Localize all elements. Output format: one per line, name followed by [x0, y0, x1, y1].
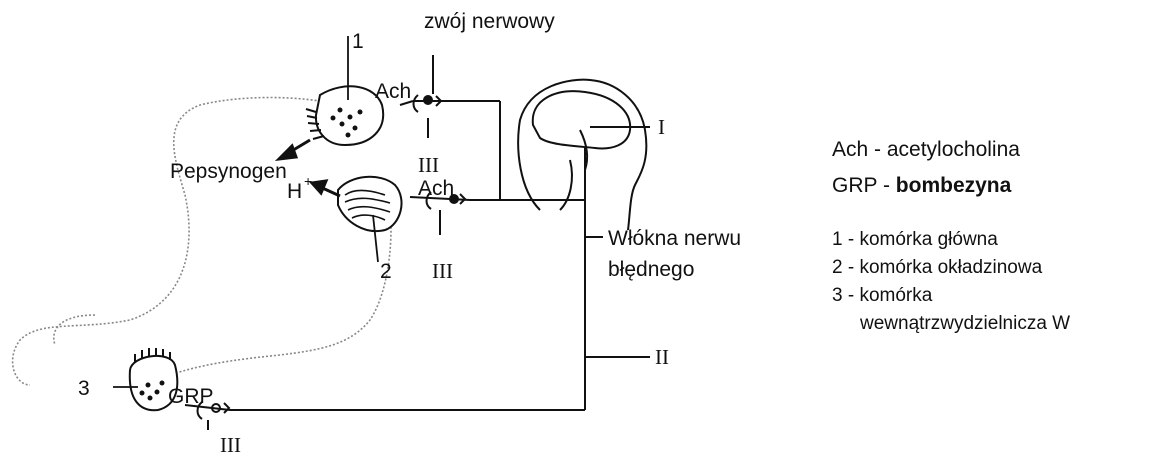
chief-cell-number: 1: [352, 30, 364, 53]
legend-item-2: 2 - komórka okładzinowa: [832, 257, 1043, 278]
roman-II-label: II: [655, 345, 669, 369]
chief-cell: [306, 86, 383, 145]
pepsynogen-label: Pepsynogen: [170, 160, 287, 183]
legend-grp: GRP - bombezyna: [832, 174, 1012, 197]
parietal-cell: [338, 177, 402, 231]
legend-item-3a: 3 - komórka: [832, 285, 933, 306]
roman-I-label: I: [658, 115, 665, 139]
parietal-cell-number: 2: [380, 260, 392, 283]
ach-mid-label: Ach: [418, 177, 454, 200]
vagus-label-line1: Włókna nerwu: [608, 227, 741, 250]
ganglion-label: zwój nerwowy: [424, 10, 555, 33]
roman-III-bottom: III: [220, 433, 241, 457]
head-outline: [518, 80, 646, 230]
legend-grp-name: bombezyna: [896, 174, 1012, 197]
legend-item-1: 1 - komórka główna: [832, 229, 998, 250]
grp-label: GRP: [168, 385, 214, 408]
brain: [533, 91, 630, 170]
endocrine-cell-number: 3: [78, 377, 90, 400]
legend-ach: Ach - acetylocholina: [832, 138, 1020, 161]
legend: Ach - acetylocholina GRP - bombezyna 1 -…: [832, 138, 1070, 334]
h-ion-charge: +: [304, 173, 312, 189]
legend-grp-abbr: GRP -: [832, 174, 896, 197]
ach-top-label: Ach: [375, 80, 411, 103]
legend-item-3b: wewnątrzwydzielnicza W: [859, 313, 1070, 334]
h-ion-label: H: [287, 180, 302, 203]
roman-III-mid: III: [432, 259, 453, 283]
roman-III-top: III: [418, 153, 439, 177]
vagus-label-line2: błędnego: [608, 258, 694, 281]
